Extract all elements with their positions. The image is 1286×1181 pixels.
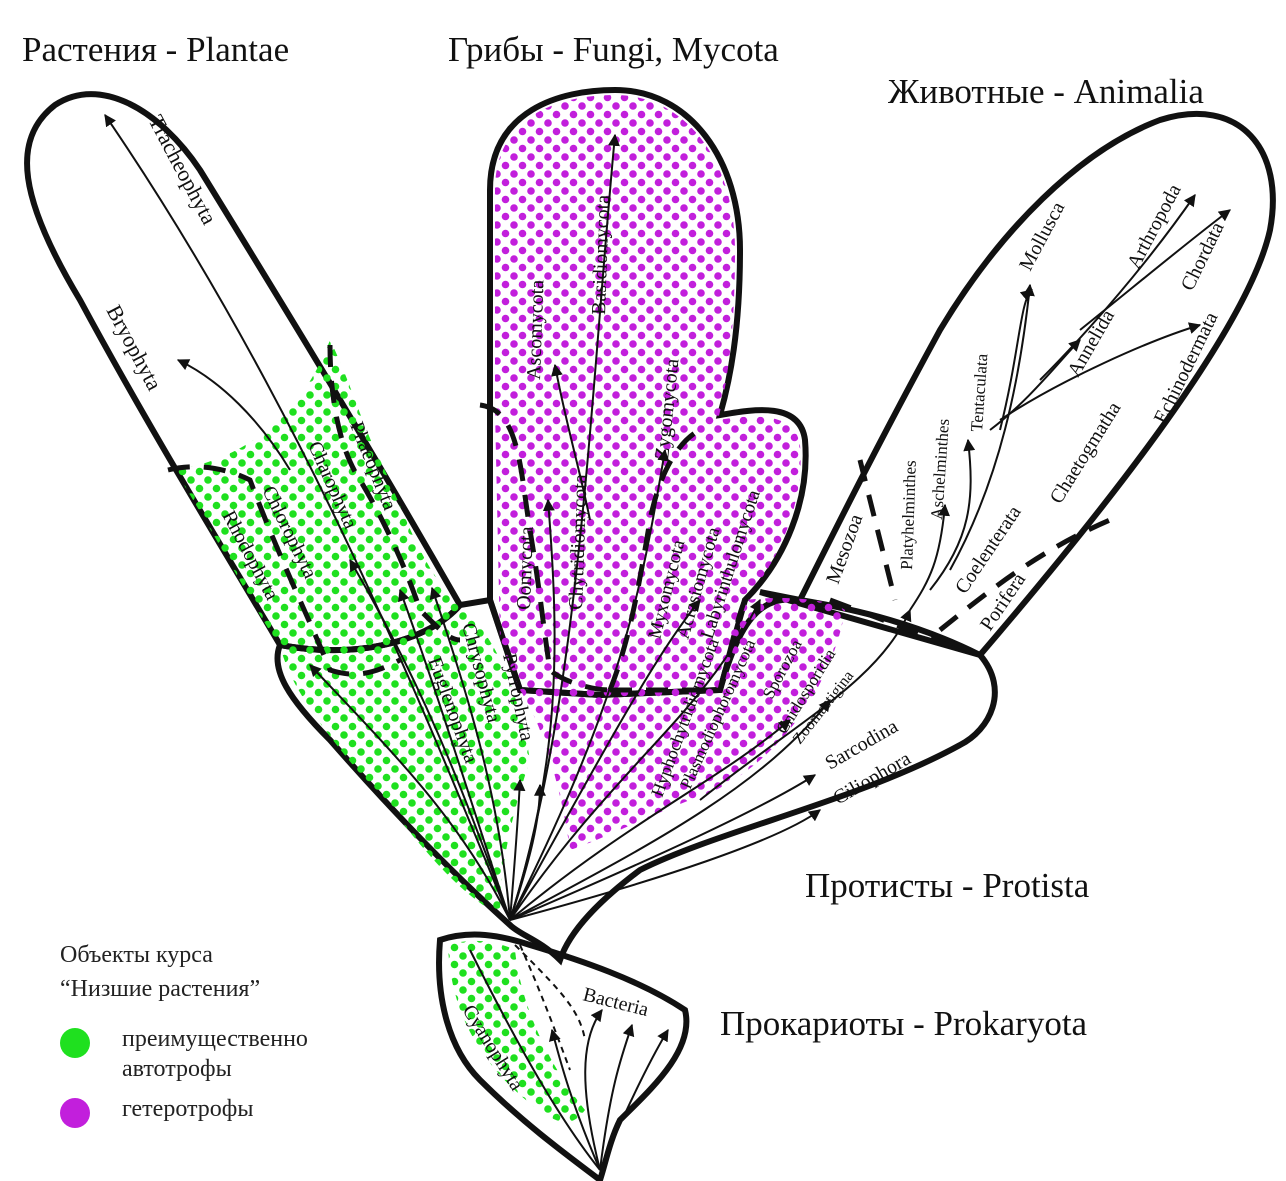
label-tracheophyta: Tracheophyta (144, 111, 223, 229)
label-aschelminthes: Aschelminthes (927, 418, 953, 520)
label-basidiomycota: Basidiomycota (588, 194, 614, 315)
legend-title-line1: Объекты курса (60, 938, 308, 972)
legend-autotroph-line2: автотрофы (122, 1054, 308, 1084)
label-bacteria: Bacteria (581, 984, 651, 1021)
green-dot-icon (60, 1028, 90, 1058)
label-pyrrophyta: Pyrrophyta (498, 651, 538, 743)
label-phaeophyta: Phaeophyta (345, 419, 400, 514)
legend-heterotroph-row: гетеротрофы (60, 1094, 308, 1124)
label-ascomycota: Ascomycota (523, 279, 548, 380)
label-charophyta: Charophyta (303, 438, 361, 532)
label-cyanophyta: Cyanophyta (458, 1001, 528, 1095)
label-annelida: Annelida (1063, 306, 1119, 381)
label-platyhelminthes: Platyhelminthes (897, 460, 920, 570)
label-mollusca: Mollusca (1015, 198, 1069, 274)
legend-autotroph-line1: преимущественно (122, 1024, 308, 1054)
label-chaetognatha: Chaetogmatha (1046, 398, 1126, 508)
label-porifera: Porifera (976, 569, 1030, 635)
label-mesozoa: Mesozoa (822, 511, 867, 586)
label-tentaculata: Tentaculata (967, 353, 991, 433)
label-chytridiomycota: Chytridiomycota (565, 474, 592, 610)
legend-title-line2: “Низшие растения” (60, 972, 308, 1006)
label-zygomycota: Zygomycota (651, 358, 683, 461)
label-bryophyta: Bryophyta (102, 301, 168, 395)
label-chordata: Chordata (1177, 219, 1229, 295)
legend-autotroph-row: преимущественно автотрофы (60, 1024, 308, 1084)
label-oomycota: Oomycota (513, 526, 538, 610)
label-arthropoda: Arthropoda (1123, 181, 1186, 273)
legend: Объекты курса “Низшие растения” преимуще… (60, 938, 308, 1124)
purple-dot-icon (60, 1098, 90, 1128)
legend-heterotroph: гетеротрофы (122, 1094, 308, 1124)
label-echinodermata: Echinodermata (1150, 309, 1223, 428)
